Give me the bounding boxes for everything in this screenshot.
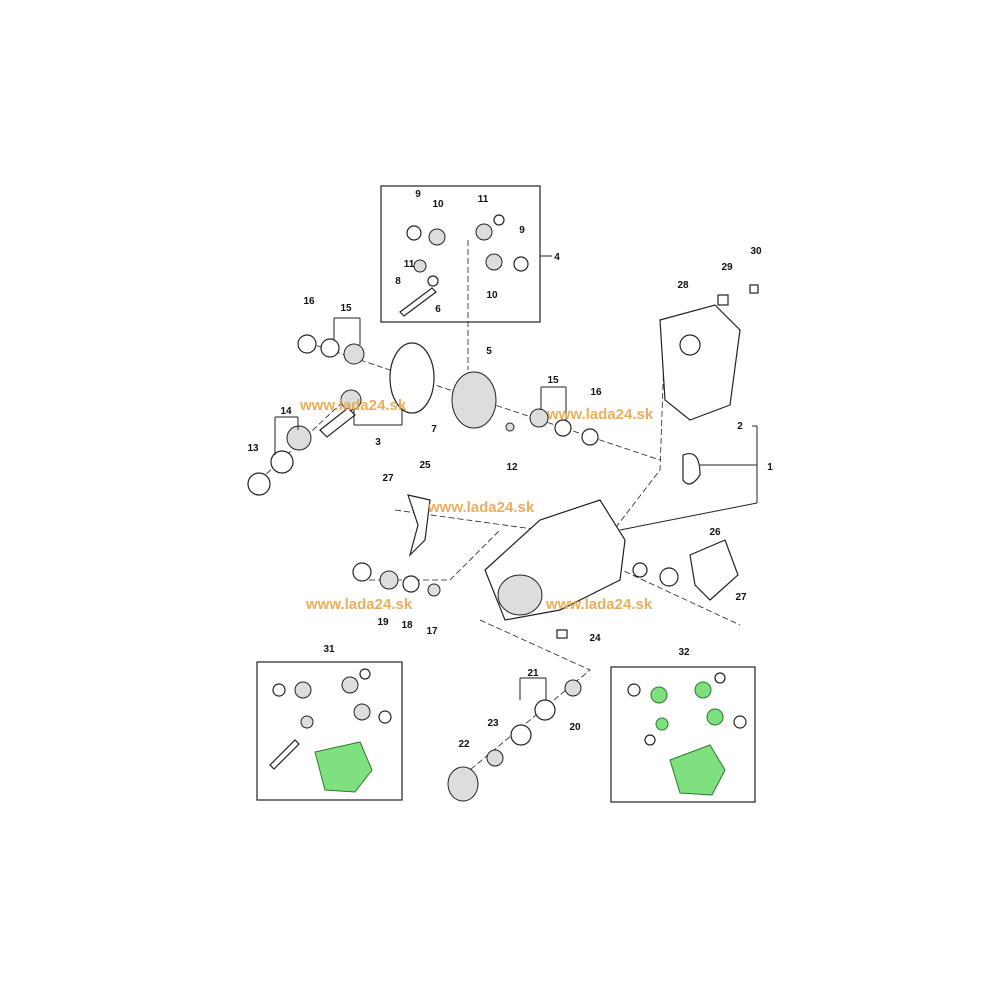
callout-label: 15 [547,375,559,386]
callout-label: 31 [323,644,335,655]
main-parts [247,284,759,802]
callout-label: 16 [303,296,315,307]
watermark-text: www.lada24.sk [305,596,413,613]
differential-kit-box-31 [256,661,403,801]
callout-label: 26 [709,527,721,538]
callout-label: 16 [590,387,602,398]
callout-label: 4 [554,252,560,263]
callout-label: 7 [431,424,437,435]
callout-label: 10 [486,290,498,301]
callout-label: 10 [432,199,444,210]
callout-label: 6 [435,304,441,315]
callout-label: 32 [678,647,690,658]
callout-label: 8 [395,276,401,287]
watermarks: www.lada24.sk www.lada24.sk www.lada24.s… [299,397,654,613]
differential-case-green [314,741,373,793]
callout-label: 27 [735,592,747,603]
watermark-text: www.lada24.sk [545,596,653,613]
callout-label: 27 [382,473,394,484]
callout-label: 24 [589,633,601,644]
kit-32-parts [627,672,747,796]
differential-kit-box-4 [380,185,541,323]
leader-lines [274,255,758,700]
callout-label: 22 [458,739,470,750]
callout-label: 3 [375,437,381,448]
callout-label: 12 [506,462,518,473]
callout-label: 28 [677,280,689,291]
differential-kit-box-32 [610,666,756,803]
callout-label: 13 [247,443,259,454]
callout-label: 29 [721,262,733,273]
callout-label: 9 [415,189,421,200]
callout-label: 5 [486,346,492,357]
callout-label: 15 [340,303,352,314]
callout-label: 1 [767,462,773,473]
callout-label: 11 [404,259,415,270]
callout-label: 14 [280,406,292,417]
callout-label: 21 [527,668,539,679]
callout-label: 11 [478,194,489,205]
callout-label: 25 [419,460,431,471]
differential-case-green [669,744,726,796]
rear-cover-28 [659,304,741,421]
callout-label: 19 [377,617,389,628]
callout-label: 20 [569,722,581,733]
callout-label: 9 [519,225,525,236]
callout-labels: 9 10 11 9 4 11 8 10 6 30 29 28 16 15 5 1… [247,189,773,750]
watermark-text: www.lada24.sk [546,406,654,423]
callout-label: 2 [737,421,743,432]
callout-label: 30 [750,246,762,257]
watermark-text: www.lada24.sk [299,397,407,414]
kit-4-parts [399,214,529,317]
callout-label: 23 [487,718,499,729]
callout-label: 17 [426,626,438,637]
callout-label: 18 [401,620,413,631]
kit-31-parts [269,668,392,793]
watermark-text: www.lada24.sk [427,499,535,516]
